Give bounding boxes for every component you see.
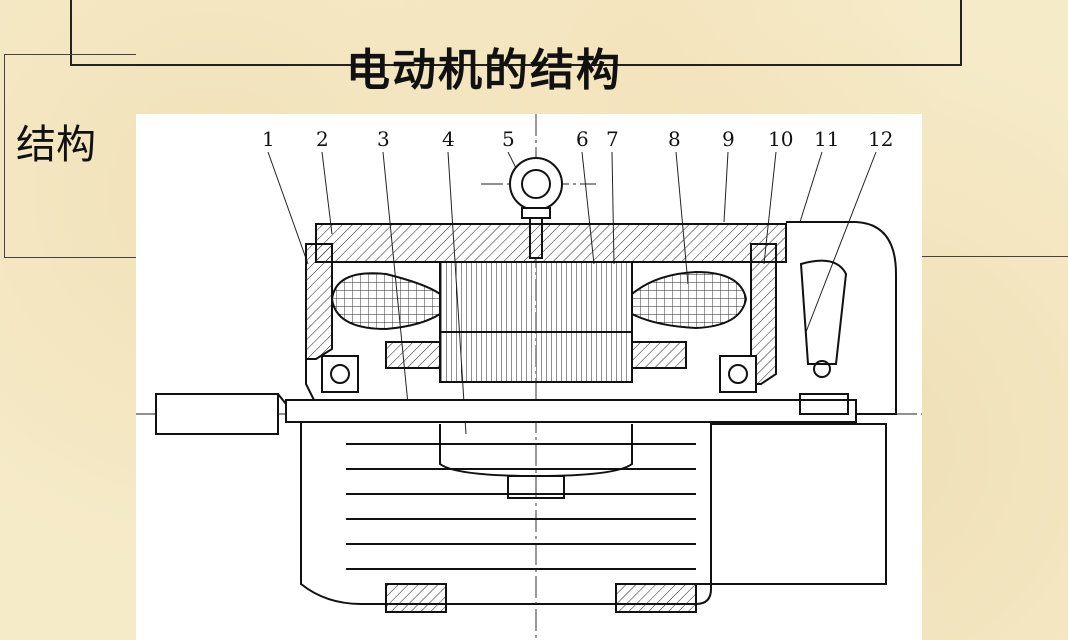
part-number-2: 2 <box>316 127 329 151</box>
part-number-4: 4 <box>442 127 455 151</box>
part-number-1: 1 <box>262 127 275 151</box>
rotor-end-rings <box>385 341 687 369</box>
mounting-feet <box>385 583 697 613</box>
cooling-fins <box>346 424 696 570</box>
part-number-8: 8 <box>668 127 681 151</box>
part-number-9: 9 <box>722 127 735 151</box>
section-label: 结构 <box>16 122 96 168</box>
motor-housing <box>285 221 897 605</box>
part-number-labels: 1 2 3 4 5 6 7 8 9 10 11 12 <box>262 127 893 151</box>
part-number-3: 3 <box>377 127 390 151</box>
stator-windings <box>330 270 748 331</box>
cooling-fan <box>799 259 849 415</box>
part-number-10: 10 <box>768 127 793 151</box>
end-shields <box>305 243 777 385</box>
part-number-12: 12 <box>868 127 893 151</box>
part-number-6: 6 <box>576 127 589 151</box>
motor-cross-section-drawing: 1 2 3 4 5 6 7 8 9 10 11 12 <box>136 114 922 640</box>
part-number-7: 7 <box>606 127 619 151</box>
part-number-11: 11 <box>814 127 839 151</box>
stator-core <box>439 261 633 383</box>
page-title: 电动机的结构 <box>346 45 622 96</box>
right-divider <box>922 256 1068 257</box>
shaft <box>155 393 857 435</box>
bearings <box>321 355 831 393</box>
top-frame <box>70 0 962 66</box>
part-number-5: 5 <box>502 127 515 151</box>
left-frame <box>4 54 136 258</box>
